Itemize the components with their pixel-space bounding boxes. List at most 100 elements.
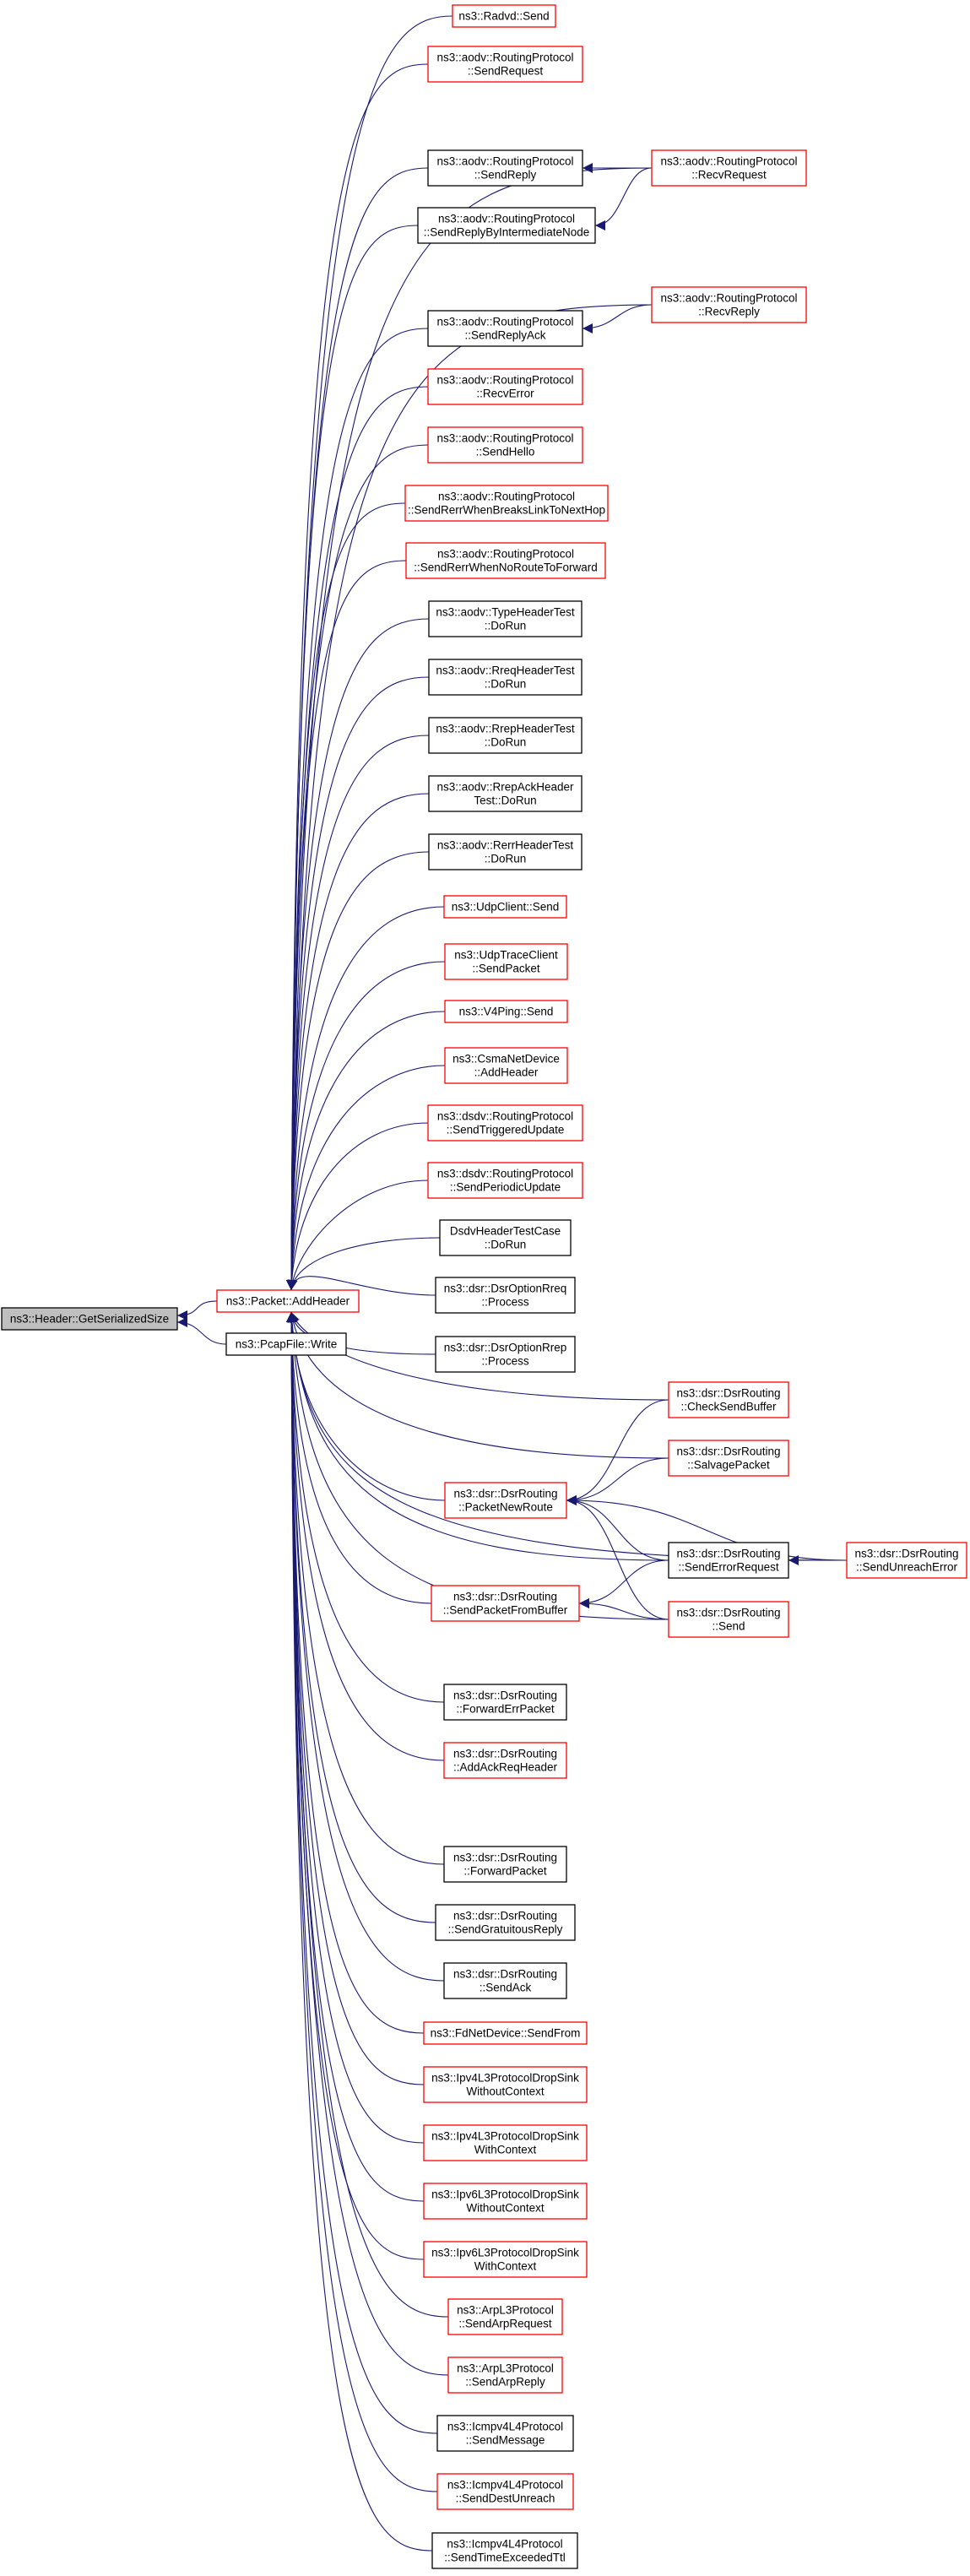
node-label: ns3::Ipv4L3ProtocolDropSink [431,2072,579,2085]
node-label: ::SendReplyByIntermediateNode [424,226,590,239]
node-arp_request[interactable]: ns3::ArpL3Protocol::SendArpRequest [447,2298,563,2335]
node-box [668,1601,789,1638]
node-ipv4drop_without[interactable]: ns3::Ipv4L3ProtocolDropSinkWithoutContex… [423,2066,588,2103]
edge-dsr_checksendbuffer-to-addheader [290,1311,669,1401]
node-label: ::DoRun [485,678,527,691]
node-box [668,1440,789,1477]
node-dsr_packetnewroute[interactable]: ns3::dsr::DsrRouting::PacketNewRoute [444,1482,567,1519]
node-dsr_forwardpacket[interactable]: ns3::dsr::DsrRouting::ForwardPacket [443,1846,567,1883]
node-box [1,1307,178,1331]
edge-arp_request-to-addheader [286,1311,449,2318]
node-aodv_sendreply[interactable]: ns3::aodv::RoutingProtocol::SendReply [427,149,583,187]
node-box [668,1542,789,1579]
node-box [443,1742,567,1779]
node-label: ::SendErrorRequest [678,1561,779,1574]
node-root[interactable]: ns3::Header::GetSerializedSize [1,1307,178,1331]
node-dsdv_triggered[interactable]: ns3::dsdv::RoutingProtocol::SendTriggere… [427,1104,583,1142]
node-icmp_senddestunreach[interactable]: ns3::Icmpv4L4Protocol::SendDestUnreach [436,2473,574,2510]
node-udptraceclient[interactable]: ns3::UdpTraceClient::SendPacket [444,943,568,980]
node-label: ns3::dsr::DsrRouting [676,1387,780,1400]
node-aodv_rrepheadertest[interactable]: ns3::aodv::RrepHeaderTest::DoRun [428,717,583,754]
node-dsr_salvagepacket[interactable]: ns3::dsr::DsrRouting::SalvagePacket [668,1440,789,1477]
node-aodv_recvreply[interactable]: ns3::aodv::RoutingProtocol::RecvReply [651,286,807,323]
node-aodv_recverror[interactable]: ns3::aodv::RoutingProtocol::RecvError [427,368,583,405]
node-label: ::SendMessage [466,2434,545,2447]
node-label: ns3::dsr::DsrRouting [453,1591,557,1603]
edge-icmp_sendtimeexceeded-to-addheader [286,1311,433,2552]
node-aodv_sendrerrlink[interactable]: ns3::aodv::RoutingProtocol::SendRerrWhen… [404,485,609,522]
node-icmp_sendmessage[interactable]: ns3::Icmpv4L4Protocol::SendMessage [436,2415,574,2452]
node-label: ::PacketNewRoute [458,1501,553,1514]
node-label: ns3::Packet::AddHeader [226,1295,350,1308]
node-box [427,368,583,405]
node-aodv_sendreplyack[interactable]: ns3::aodv::RoutingProtocol::SendReplyAck [427,310,583,347]
node-box [225,1332,347,1356]
node-dsr_sendunreacherror[interactable]: ns3::dsr::DsrRouting::SendUnreachError [846,1542,967,1579]
node-aodv_recvrequest[interactable]: ns3::aodv::RoutingProtocol::RecvRequest [651,149,807,187]
node-csmanetdevice[interactable]: ns3::CsmaNetDevice::AddHeader [444,1047,568,1084]
node-label: ::DoRun [485,620,527,632]
node-label: ns3::UdpClient::Send [452,901,560,914]
node-label: ns3::Ipv4L3ProtocolDropSink [431,2130,579,2143]
node-addheader[interactable]: ns3::Packet::AddHeader [216,1289,360,1313]
node-label: ns3::dsr::DsrRouting [453,1748,557,1760]
edge-aodv_sendreplyack-to-addheader [286,328,429,1291]
node-pcapwrite[interactable]: ns3::PcapFile::Write [225,1332,347,1356]
node-dsr_sendgratuitous[interactable]: ns3::dsr::DsrRouting::SendGratuitousRepl… [435,1904,576,1941]
edge-aodv_sendrerrnoroute-to-addheader [286,560,407,1291]
node-box [417,207,596,244]
node-dsr_checksendbuffer[interactable]: ns3::dsr::DsrRouting::CheckSendBuffer [668,1381,789,1418]
node-label: ::SendPacketFromBuffer [443,1604,568,1617]
node-label: ns3::FdNetDevice::SendFrom [431,2027,581,2040]
node-arp_reply[interactable]: ns3::ArpL3Protocol::SendArpReply [447,2356,563,2394]
node-label: ::RecvRequest [691,169,767,182]
node-label: ns3::aodv::RoutingProtocol [436,52,573,64]
node-dsr_sendack[interactable]: ns3::dsr::DsrRouting::SendAck [443,1962,567,1999]
node-icmp_sendtimeexceeded[interactable]: ns3::Icmpv4L4Protocol::SendTimeExceededT… [431,2532,578,2569]
node-ipv6drop_without[interactable]: ns3::Ipv6L3ProtocolDropSinkWithoutContex… [423,2183,588,2220]
node-label: ::SendRerrWhenBreaksLinkToNextHop [408,504,605,517]
node-dsr_optionrreq[interactable]: ns3::dsr::DsrOptionRreq::Process [435,1277,576,1314]
node-label: ns3::dsr::DsrRouting [453,1910,557,1923]
node-dsdvheadertest[interactable]: DsdvHeaderTestCase::DoRun [439,1219,572,1256]
node-udpclient[interactable]: ns3::UdpClient::Send [443,895,567,919]
node-dsdv_periodic[interactable]: ns3::dsdv::RoutingProtocol::SendPeriodic… [427,1162,583,1199]
edge-udptraceclient-to-addheader [286,961,446,1291]
node-dsr_optionrrep[interactable]: ns3::dsr::DsrOptionRrep::Process [435,1336,576,1373]
node-label: ns3::aodv::RoutingProtocol [438,491,575,503]
node-box [447,2298,563,2335]
node-label: ::DoRun [485,1239,527,1251]
node-label: ns3::aodv::RrepHeaderTest [436,723,575,735]
node-aodv_rerrheadertest[interactable]: ns3::aodv::RerrHeaderTest::DoRun [428,833,583,870]
node-aodv_sendrerrnoroute[interactable]: ns3::aodv::RoutingProtocol::SendRerrWhen… [405,542,606,579]
node-dsr_senderrorrequest[interactable]: ns3::dsr::DsrRouting::SendErrorRequest [668,1542,789,1579]
node-dsr_addackreqheader[interactable]: ns3::dsr::DsrRouting::AddAckReqHeader [443,1742,567,1779]
node-aodv_sendrequest[interactable]: ns3::aodv::RoutingProtocol::SendRequest [427,46,583,83]
node-box [431,1585,580,1622]
node-aodv_rreqheadertest[interactable]: ns3::aodv::RreqHeaderTest::DoRun [428,659,583,696]
node-label: ns3::aodv::RoutingProtocol [436,374,573,387]
node-box [428,717,583,754]
node-label: ns3::Radvd::Send [458,10,549,23]
node-aodv_typeheadertest[interactable]: ns3::aodv::TypeHeaderTest::DoRun [428,600,583,637]
edge-dsr_sendack-to-addheader [286,1311,445,1982]
node-label: ::SendPacket [472,963,540,975]
node-v4ping[interactable]: ns3::V4Ping::Send [444,1000,568,1023]
node-aodv_sendreplyinter[interactable]: ns3::aodv::RoutingProtocol::SendReplyByI… [417,207,596,244]
node-aodv_sendhello[interactable]: ns3::aodv::RoutingProtocol::SendHello [427,426,583,464]
node-dsr_send[interactable]: ns3::dsr::DsrRouting::Send [668,1601,789,1638]
node-label: ns3::dsdv::RoutingProtocol [437,1110,573,1123]
node-label: ns3::Icmpv4L4Protocol [447,2538,562,2551]
node-radvd[interactable]: ns3::Radvd::Send [452,4,556,28]
node-label: ns3::aodv::RrepAckHeader [436,781,574,794]
node-dsr_forwarderrpacket[interactable]: ns3::dsr::DsrRouting::ForwardErrPacket [443,1684,567,1721]
node-dsr_sendpacketfrombuffer[interactable]: ns3::dsr::DsrRouting::SendPacketFromBuff… [431,1585,580,1622]
node-box [404,485,609,522]
node-box [443,1846,567,1883]
node-box [444,1000,568,1023]
node-fdnetdevice[interactable]: ns3::FdNetDevice::SendFrom [423,2021,588,2045]
node-box [846,1542,967,1579]
